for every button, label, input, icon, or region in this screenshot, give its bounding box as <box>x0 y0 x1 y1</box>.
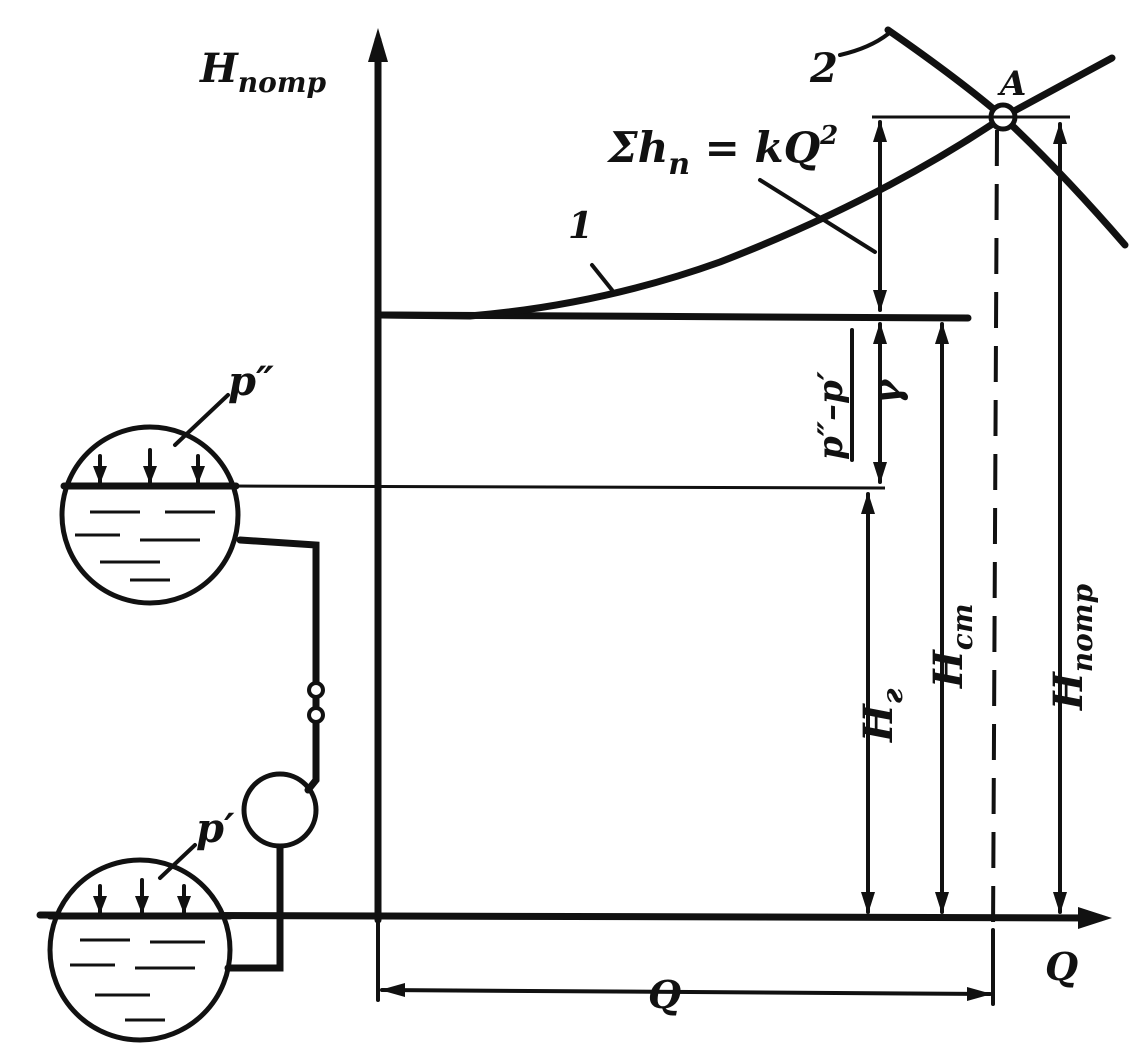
dim-arrow <box>1053 892 1067 914</box>
dim-arrow <box>967 987 992 1001</box>
pressure-fraction: p″–p′ γ <box>811 328 909 462</box>
y-axis-arrow <box>368 28 388 62</box>
x-axis-label: Q <box>1045 944 1078 989</box>
h-static-label: Hст <box>925 604 979 689</box>
dim-arrow <box>935 892 949 914</box>
curve-1-label: 1 <box>568 205 593 247</box>
curve-2-label: 2 <box>809 45 838 92</box>
pressure-denominator: γ <box>864 378 909 405</box>
dim-arrow <box>873 462 887 484</box>
lower-tank <box>46 843 234 1043</box>
pressure-numerator: p″–p′ <box>811 371 851 460</box>
lower-pressure-arrowhead <box>93 896 107 914</box>
upper-tank <box>59 393 241 606</box>
dim-q <box>380 988 992 996</box>
q-dimension-label: Q <box>648 972 681 1017</box>
h-required-label: Hпотр <box>1045 584 1099 711</box>
dim-arrow <box>861 492 875 514</box>
valve-icon <box>307 681 325 699</box>
upper-pressure-leader <box>173 393 230 447</box>
dim-arrow <box>873 322 887 344</box>
sum-losses-leader <box>758 178 877 254</box>
upper-pressure-arrowhead <box>191 466 205 484</box>
dim-arrow <box>935 322 949 344</box>
suction-pipe <box>224 816 284 972</box>
dim-arrow <box>873 290 887 312</box>
dim-arrow <box>1053 122 1067 144</box>
dimension-lines <box>376 120 1067 1006</box>
curve-2-leader <box>838 32 890 57</box>
h-geom-text: Hг <box>855 688 909 743</box>
x-axis-arrow <box>1078 907 1112 929</box>
upper-level-line <box>229 484 886 490</box>
upper-pressure-label: p″ <box>228 358 274 405</box>
dim-arrow <box>380 983 405 997</box>
dim-arrow <box>861 892 875 914</box>
discharge-pipe <box>236 536 320 794</box>
pump-curve-2 <box>884 26 1129 249</box>
lower-pressure-arrowhead <box>135 896 149 914</box>
y-axis-label: Hпотр <box>199 45 326 99</box>
valve-icon <box>307 706 325 724</box>
dim-arrow <box>873 120 887 142</box>
lower-pressure-label: p′ <box>196 805 235 852</box>
upper-pressure-arrowhead <box>93 466 107 484</box>
curve-1-leader <box>590 263 614 292</box>
a-dashed-drop <box>991 129 999 936</box>
h-geom-label: Hг <box>855 688 909 743</box>
piping <box>224 536 325 972</box>
lower-pressure-arrowhead <box>177 896 191 914</box>
upper-pressure-arrowhead <box>143 466 157 484</box>
lower-pressure-leader <box>158 843 197 880</box>
pump <box>241 771 319 849</box>
h-static-text: Hст <box>925 604 979 689</box>
system-curve-1 <box>374 54 1116 320</box>
point-a-label: A <box>997 64 1026 104</box>
h-required-text: Hпотр <box>1045 584 1099 711</box>
sum-losses-label: Σhп = kQ2 <box>606 121 838 182</box>
